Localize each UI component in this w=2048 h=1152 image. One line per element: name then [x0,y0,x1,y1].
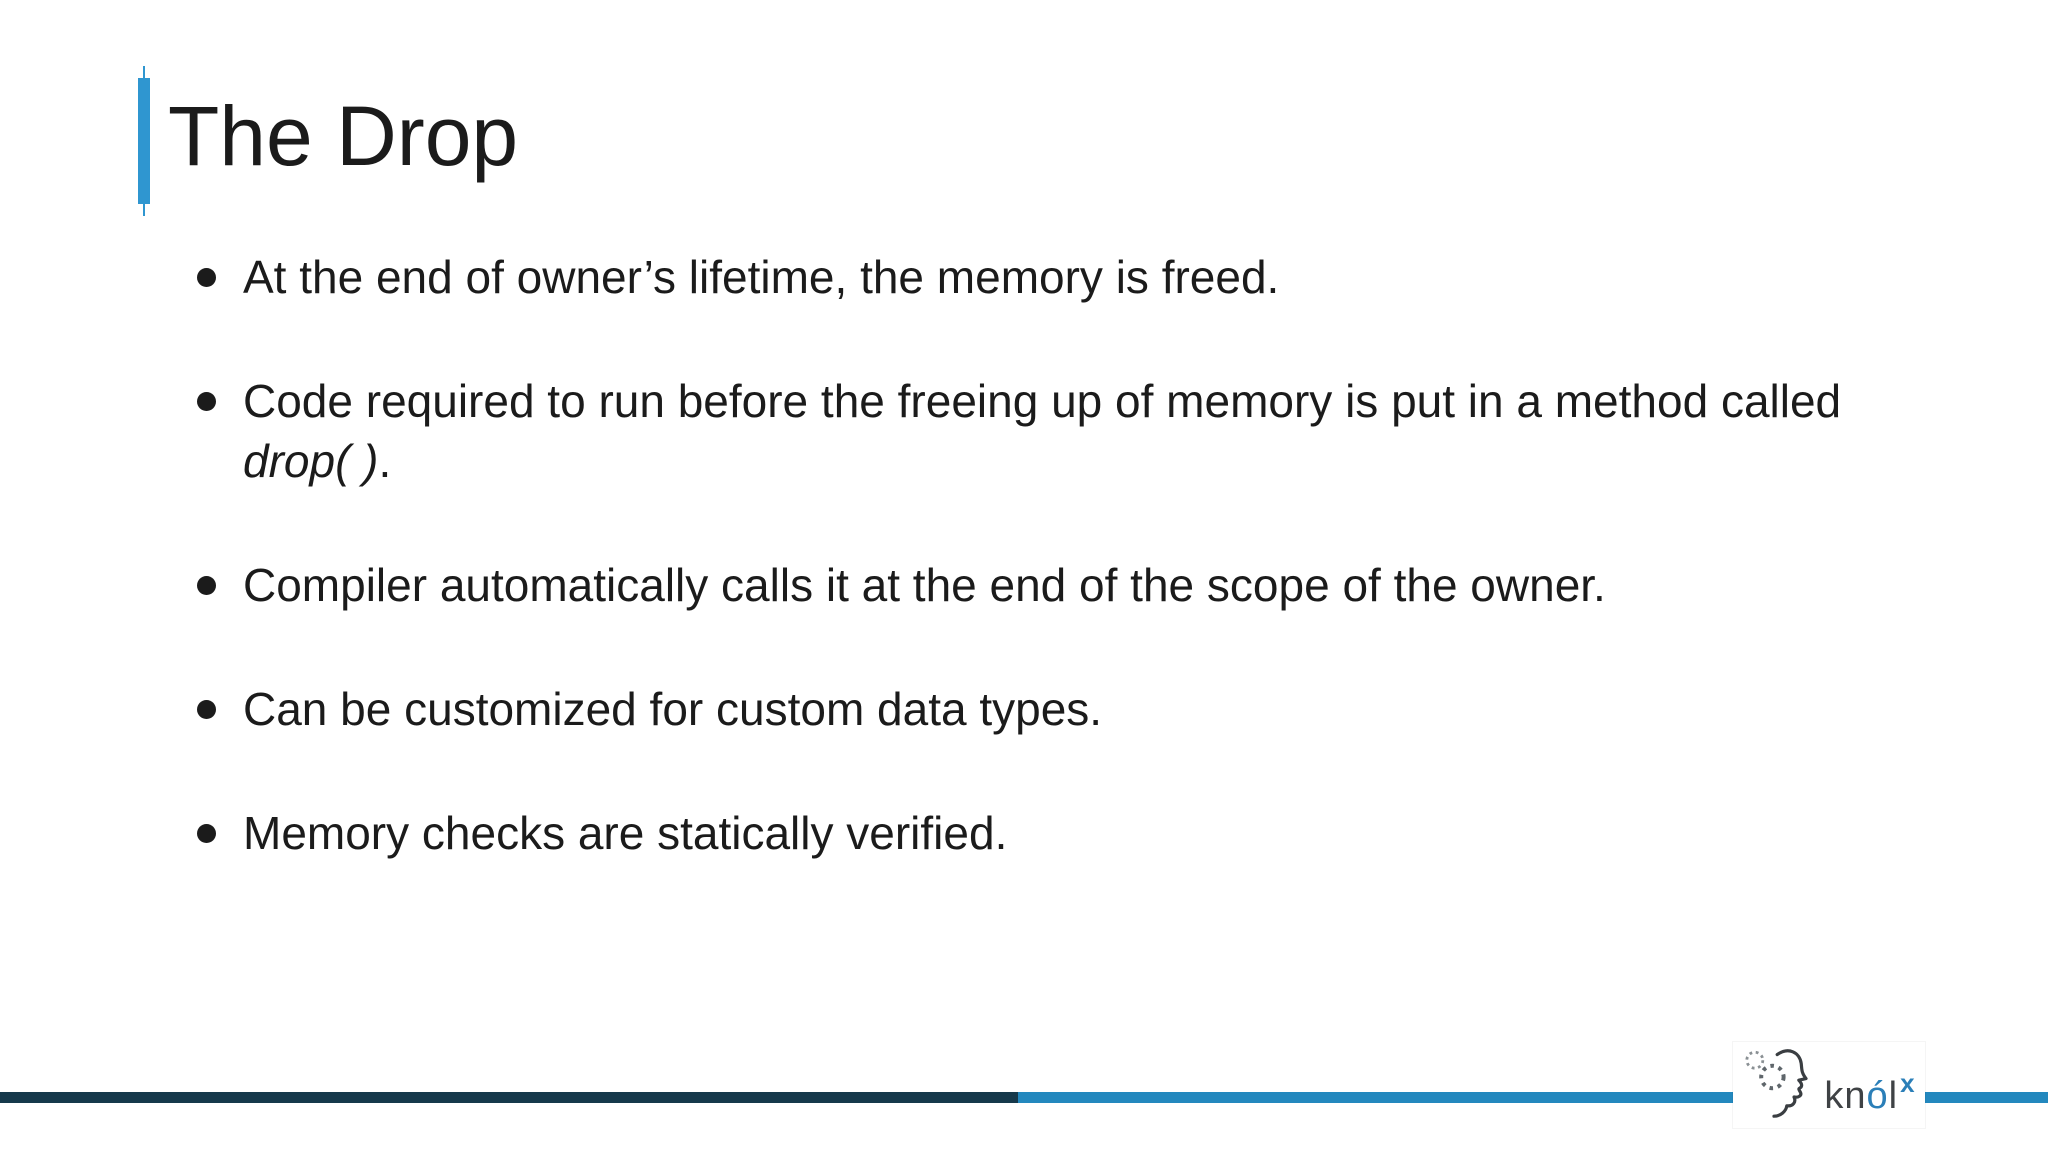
bullet-segment: At the end of owner’s lifetime, the memo… [243,251,1280,303]
logo-superscript-x: x [1900,1067,1916,1098]
knolx-logo-text: knólx [1824,1056,1915,1115]
bullet-item: Compiler automatically calls it at the e… [197,555,1917,615]
bullet-item: Memory checks are statically verified. [197,803,1917,863]
bullet-segment: Compiler automatically calls it at the e… [243,559,1606,611]
bullet-item: Code required to run before the freeing … [197,371,1917,491]
bullet-segment: . [378,435,392,487]
bullet-item: At the end of owner’s lifetime, the memo… [197,247,1917,307]
logo-text-accent: ó [1866,1074,1889,1117]
knolx-head-icon [1745,1049,1808,1118]
bullet-list: At the end of owner’s lifetime, the memo… [197,247,1917,927]
bullet-segment: Memory checks are statically verified. [243,807,1008,859]
bullet-segment: Can be customized for custom data types. [243,683,1103,735]
bullet-item: Can be customized for custom data types. [197,679,1917,739]
footer-bar-light [1018,1092,2048,1103]
bullet-segment: Code required to run before the freeing … [243,375,1842,427]
title-accent-bar [138,66,150,216]
logo-text-suffix: l [1888,1074,1899,1117]
footer-bar-dark [0,1092,1018,1103]
knolx-logo: knólx [1733,1042,1925,1128]
slide-title: The Drop [168,89,519,183]
bullet-segment-italic: drop( ) [243,435,379,487]
logo-text-prefix: kn [1824,1074,1867,1117]
